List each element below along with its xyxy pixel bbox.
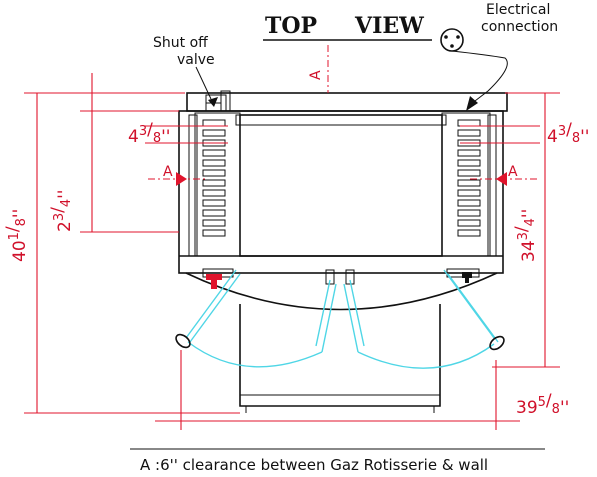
electrical-label-line1: Electrical	[486, 2, 550, 18]
dim-overall-width	[155, 350, 520, 430]
dim-rail-left	[145, 125, 228, 144]
electrical-plug-icon	[440, 28, 464, 52]
shut-off-label-line2: valve	[177, 52, 215, 68]
dim-text-rail-right: 43/8''	[547, 120, 589, 147]
dim-rail-right	[460, 125, 540, 144]
electrical-leader	[451, 50, 508, 105]
svg-text:A: A	[308, 70, 324, 80]
door-swing-right	[343, 269, 499, 369]
title-word-top: TOP	[265, 13, 317, 39]
svg-text:23/4'': 23/4''	[48, 190, 75, 232]
shut-off-leader	[195, 66, 212, 100]
gas-fitting-icon	[206, 274, 222, 289]
dim-text-offset-left: 23/4''	[48, 190, 75, 232]
dim-text-body-depth: 343/4''	[512, 209, 539, 262]
vent-slots-right	[457, 119, 481, 237]
vent-slots-left	[202, 119, 226, 237]
section-mark-top: A	[308, 70, 324, 80]
title: TOP VIEW	[263, 13, 432, 41]
door-swing-left	[185, 269, 337, 368]
dim-text-overall-depth: 401/8''	[3, 209, 30, 262]
electrical-arrowhead	[466, 96, 478, 111]
shut-off-label-line1: Shut off	[153, 35, 208, 51]
dim-text-rail-left: 43/8''	[128, 120, 170, 147]
svg-text:401/8'': 401/8''	[3, 209, 30, 262]
dim-overall-depth	[24, 92, 240, 414]
footnote: A :6'' clearance between Gaz Rotisserie …	[140, 456, 488, 474]
section-arrow-left	[176, 172, 187, 186]
dim-body-depth	[492, 92, 560, 368]
section-arrow-right	[496, 172, 507, 186]
door-handles	[175, 333, 505, 351]
dim-text-overall-width: 395/8''	[516, 391, 569, 418]
shut-off-valve-icon	[205, 90, 231, 112]
title-word-view: VIEW	[354, 13, 424, 39]
svg-text:343/4'': 343/4''	[512, 209, 539, 262]
rotisserie-body	[178, 92, 508, 274]
shut-off-arrowhead	[208, 97, 218, 107]
rotisserie-base	[185, 268, 498, 413]
dim-offset-left	[80, 73, 179, 233]
section-mark-right: A	[508, 164, 518, 180]
electrical-label-line2: connection	[481, 19, 558, 35]
section-mark-left: A	[163, 164, 173, 180]
electrical-fitting-icon	[462, 272, 472, 283]
